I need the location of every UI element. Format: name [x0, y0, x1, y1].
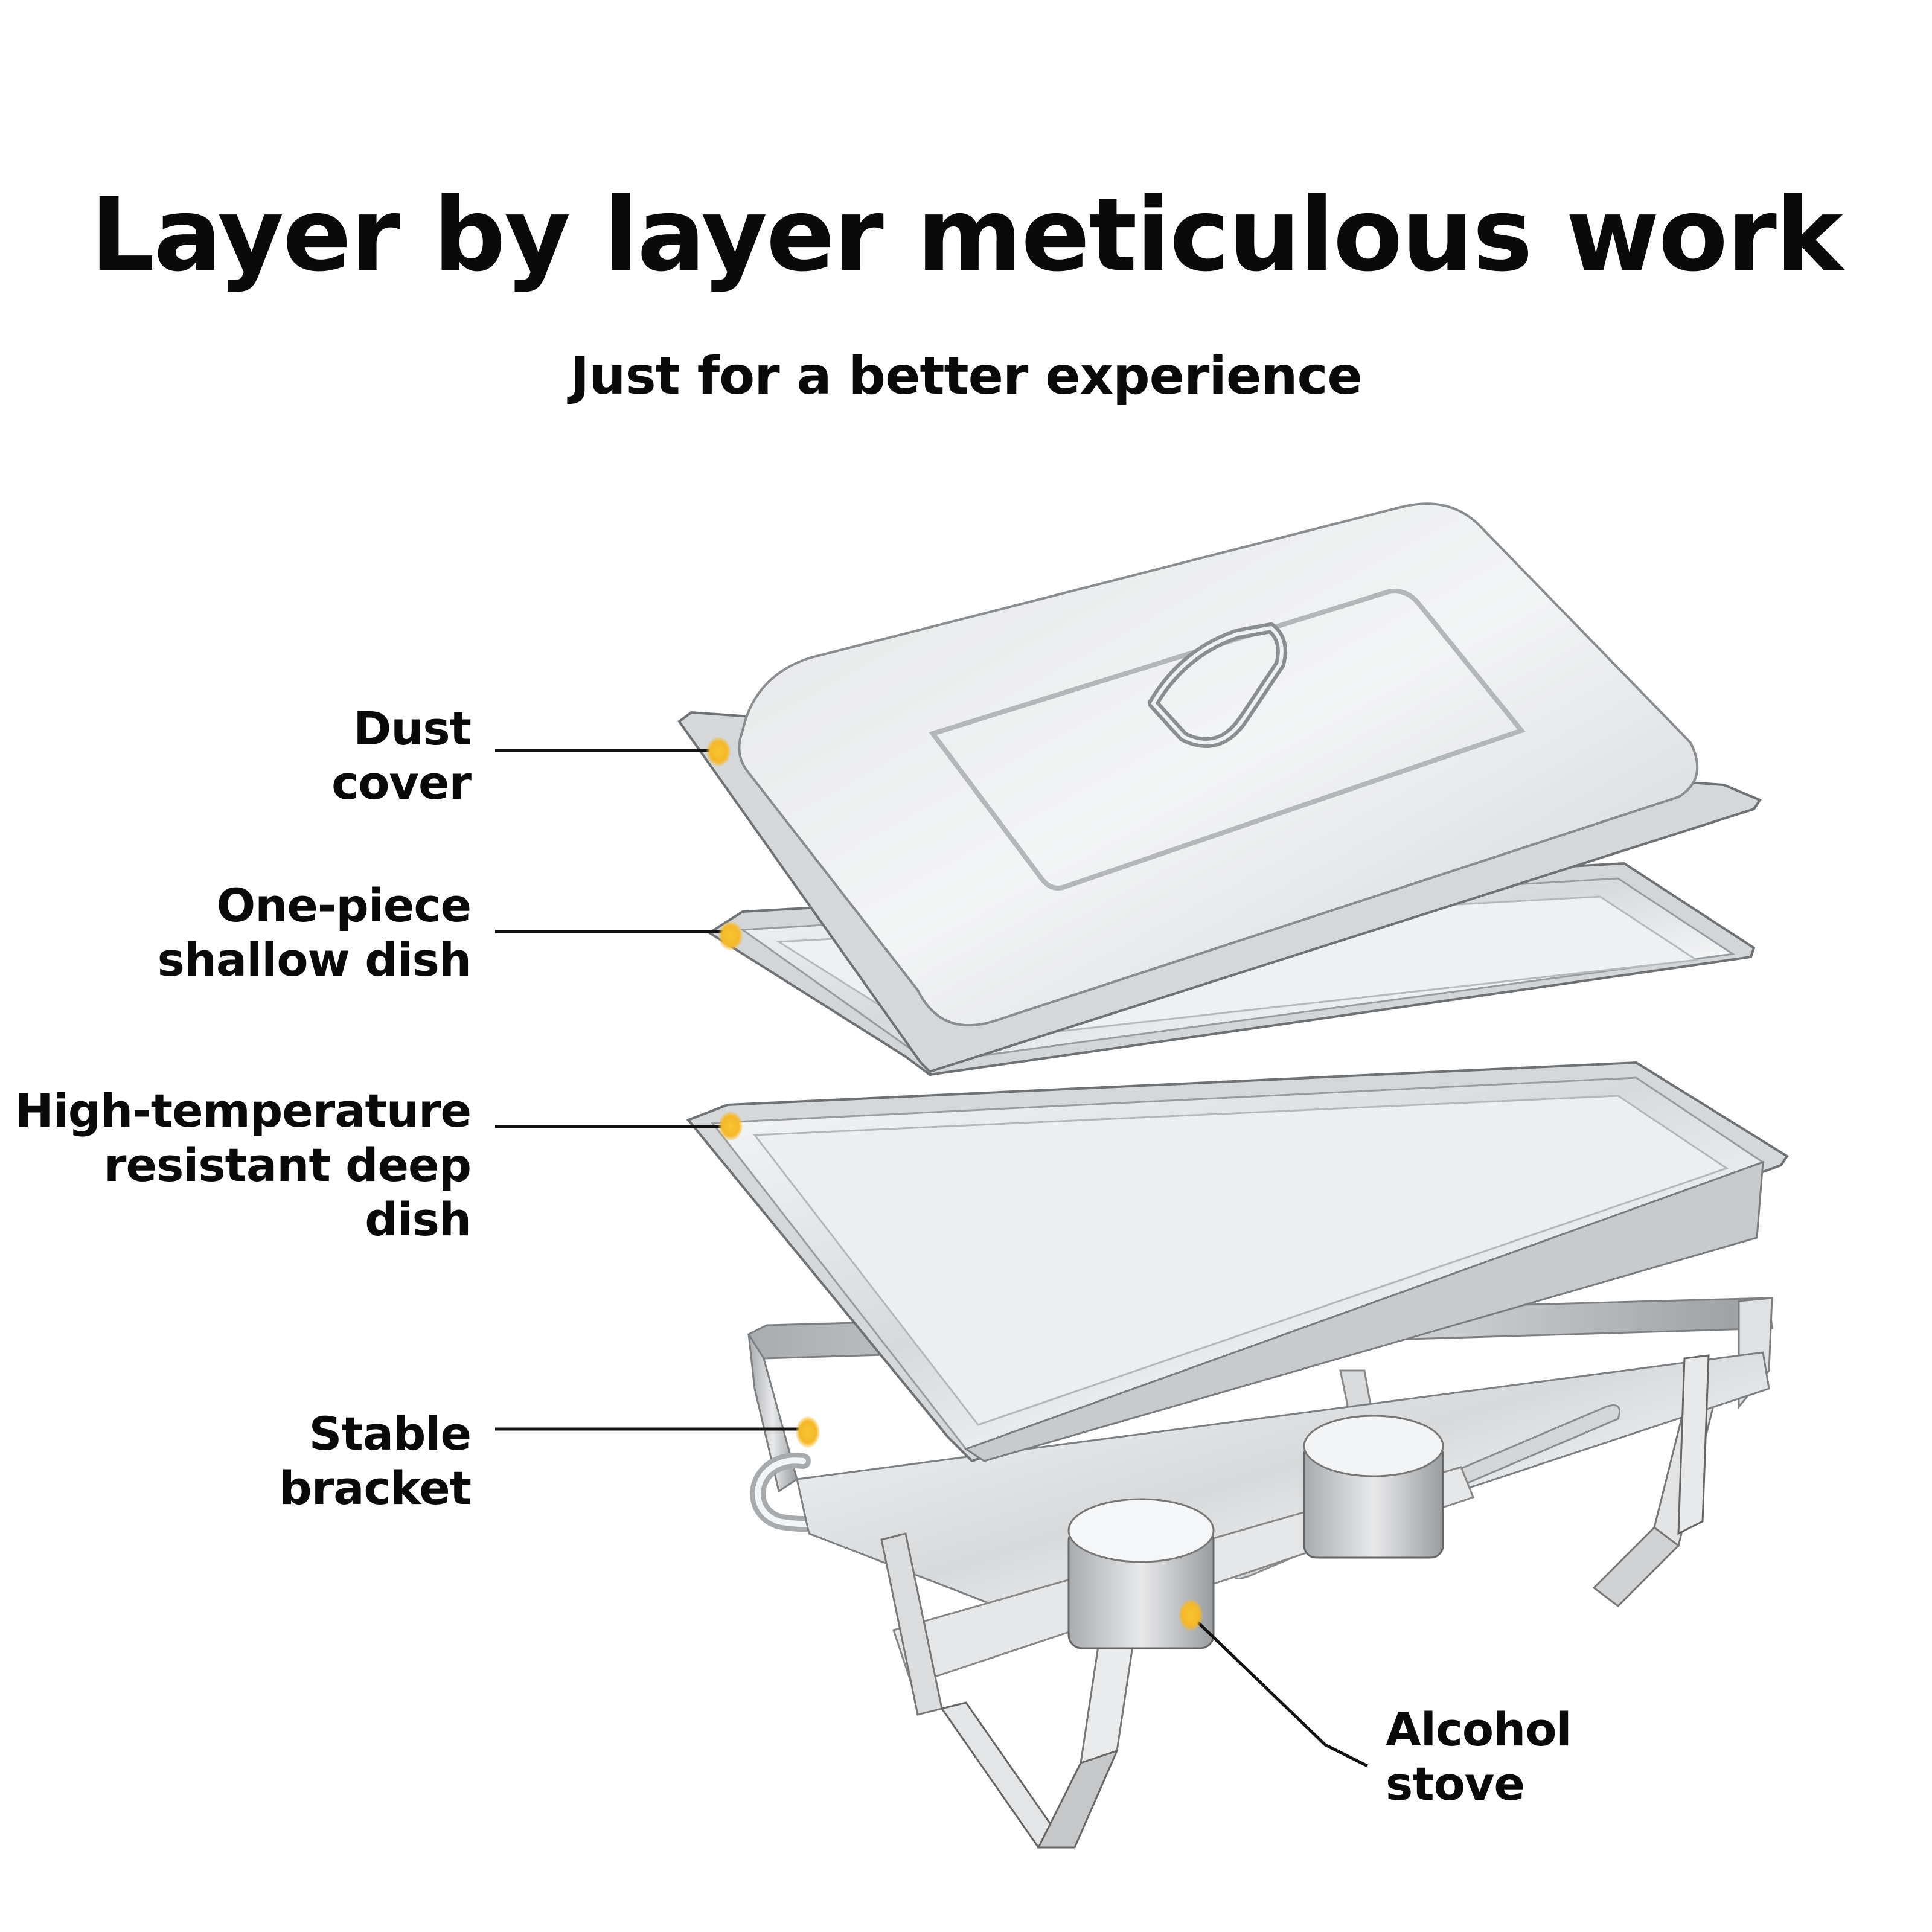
callout-bracket: Stable bracket	[279, 1407, 472, 1515]
leader-alcohol-stove	[1194, 1619, 1369, 1768]
callout-line: resistant deep dish	[104, 1138, 472, 1246]
callout-line: bracket	[279, 1461, 472, 1515]
callout-line: Alcohol	[1386, 1703, 1572, 1756]
marker-dot-icon	[1179, 1599, 1203, 1631]
dust-cover	[677, 502, 1762, 1073]
callout-dust-cover: Dust cover	[331, 702, 472, 810]
callout-line: Dust	[353, 702, 472, 755]
page-subtitle: Just for a better experience	[570, 346, 1363, 406]
marker-dots	[706, 737, 1203, 1631]
marker-dot-icon	[796, 1416, 820, 1448]
marker-dot-icon	[718, 921, 743, 950]
callout-line: shallow dish	[157, 933, 472, 987]
callout-line: Stable	[309, 1407, 472, 1460]
alcohol-stoves	[1067, 1415, 1444, 1649]
deep-dish	[686, 1061, 1789, 1463]
callout-alcohol-stove: Alcohol stove	[1386, 1703, 1572, 1811]
page-title: Layer by layer meticulous work	[90, 176, 1843, 294]
callout-line: cover	[331, 756, 472, 810]
marker-dot-icon	[718, 1112, 743, 1140]
callout-shallow-dish: One-piece shallow dish	[157, 878, 472, 987]
callout-line: One-piece	[216, 878, 472, 932]
leader-lines	[495, 749, 1369, 1768]
callout-line: stove	[1386, 1757, 1525, 1811]
callout-line: High-temperature	[15, 1084, 472, 1137]
callout-deep-dish: High-temperature resistant deep dish	[0, 1084, 472, 1247]
marker-dot-icon	[706, 737, 731, 766]
